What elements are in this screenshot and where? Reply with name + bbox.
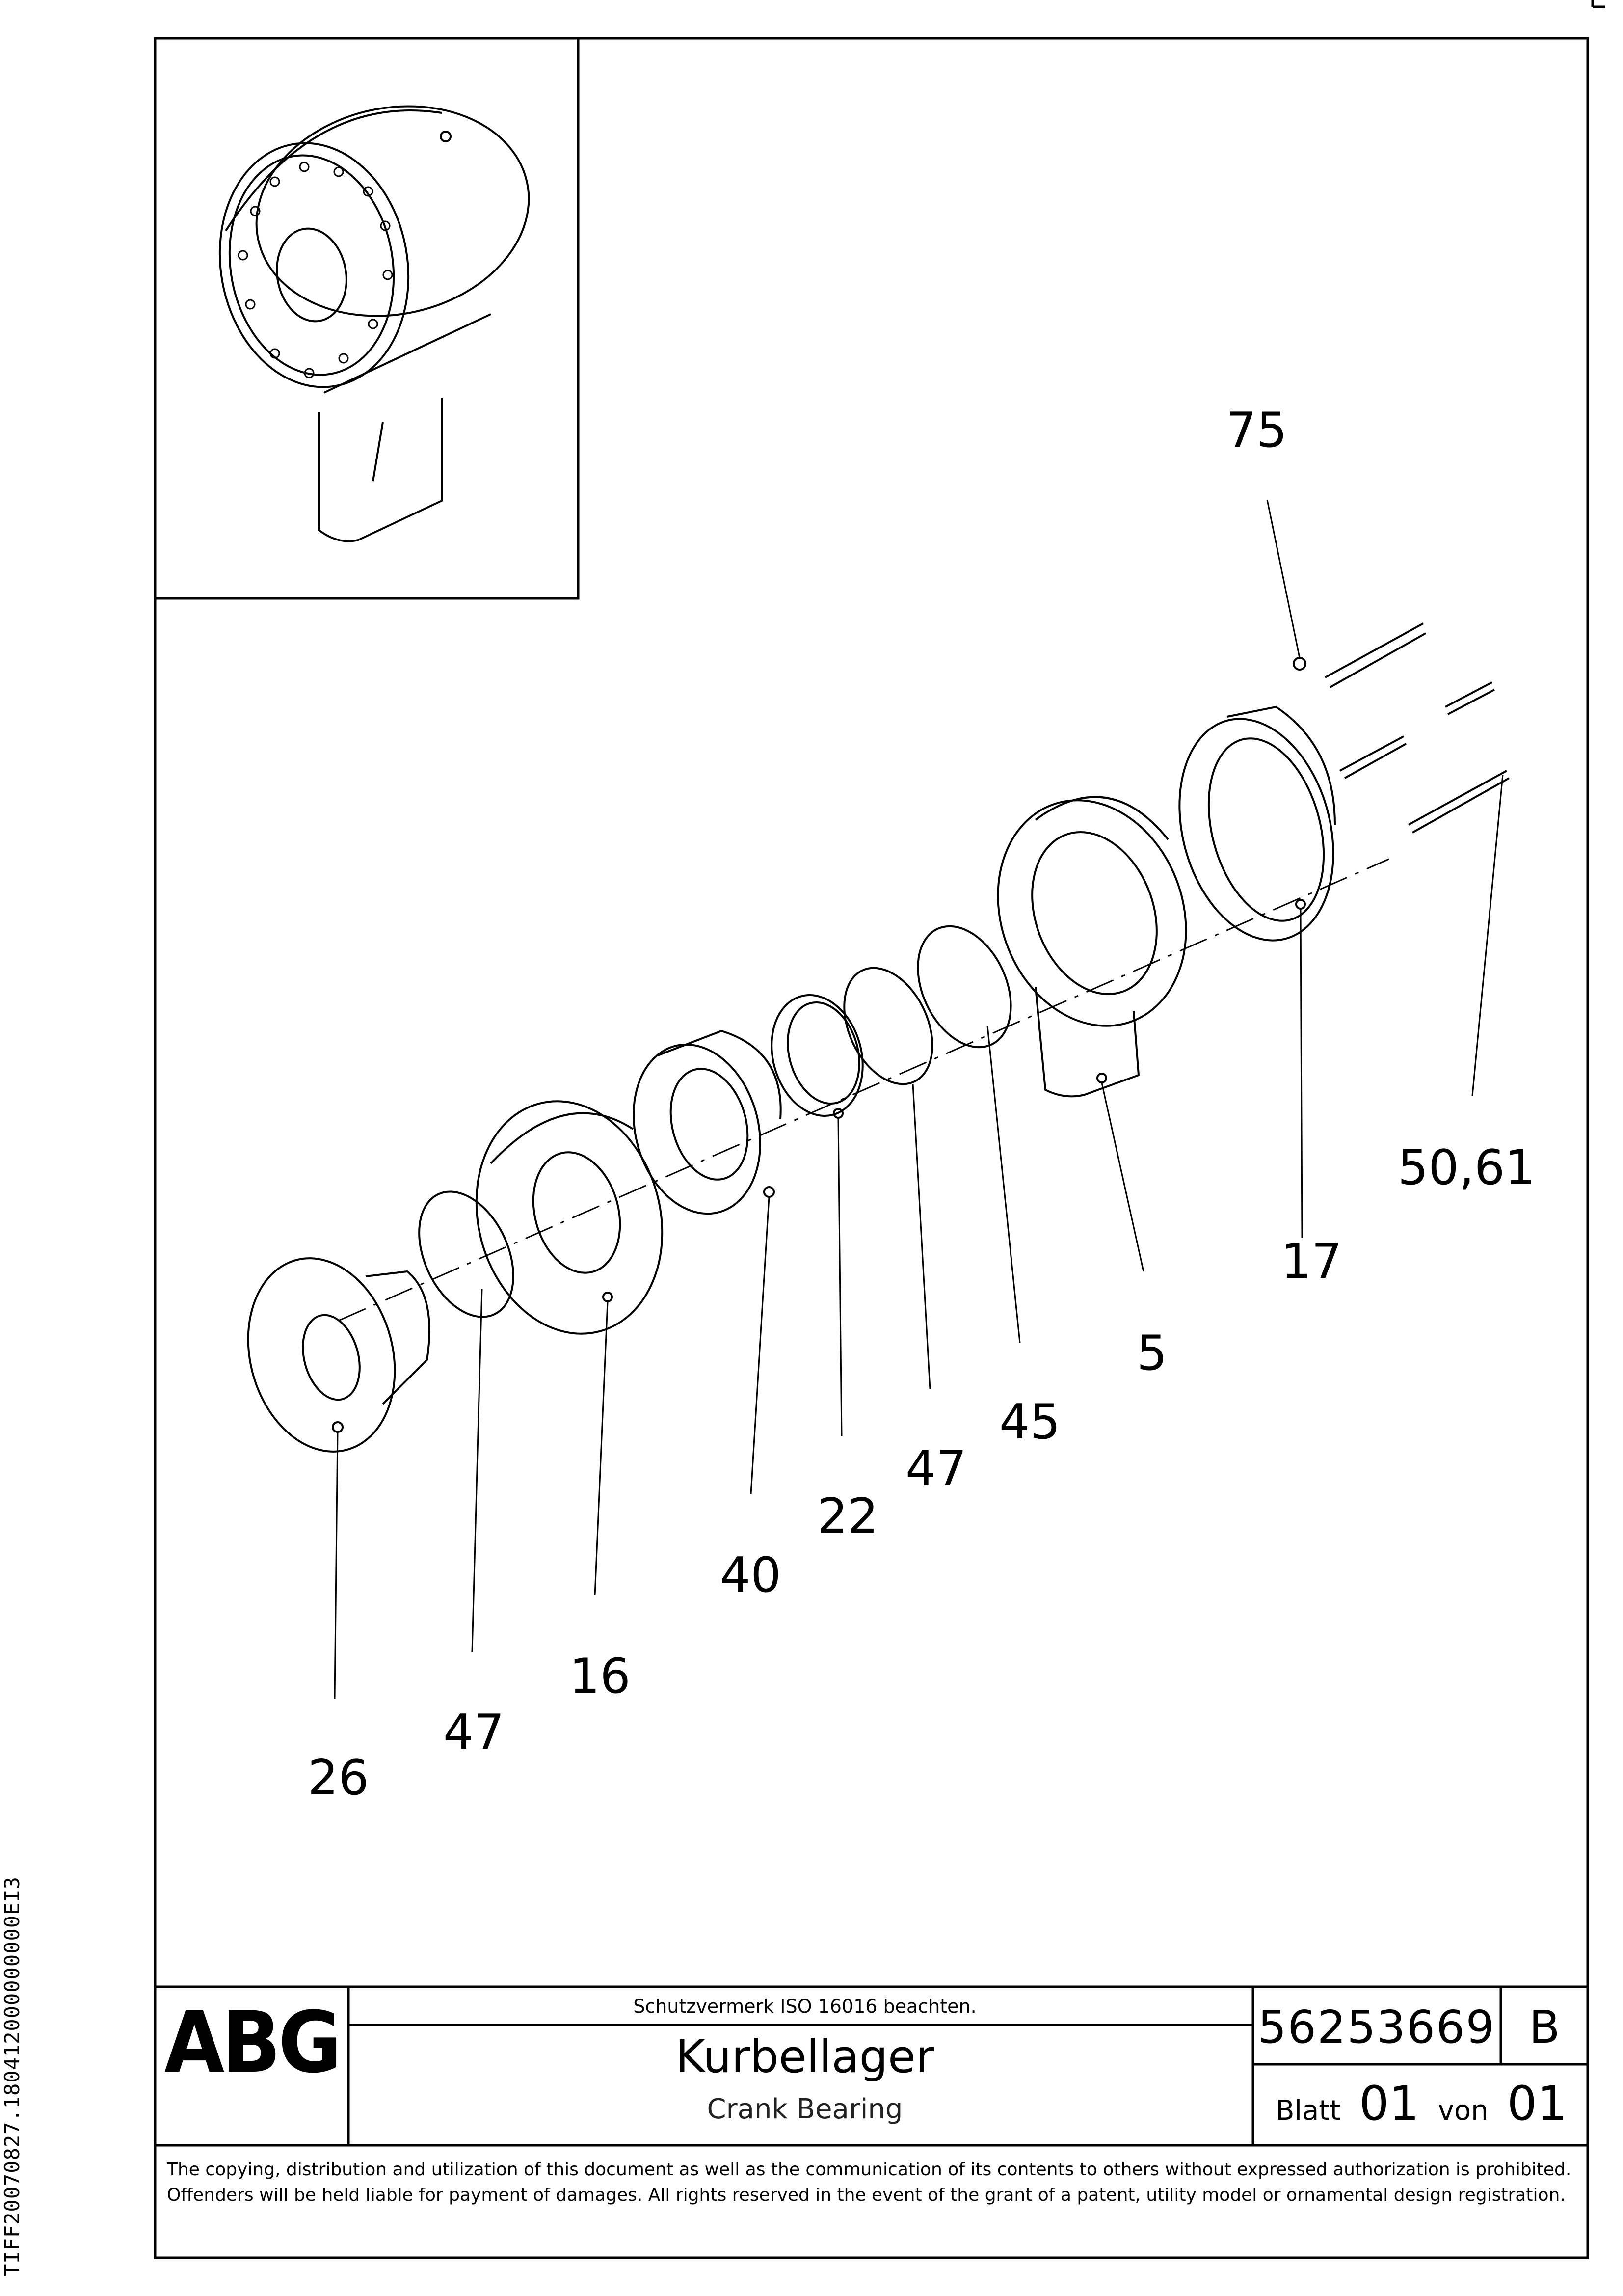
sheet-label: Blatt [1276, 2095, 1341, 2127]
revision-letter: B [1529, 2001, 1560, 2053]
part-26-flange-hub [247, 1257, 430, 1453]
callout-47-lower: 47 [443, 1704, 505, 1760]
title-english: Crank Bearing [707, 2093, 903, 2125]
overview-inset-frame [154, 37, 580, 600]
callout-22: 22 [817, 1488, 878, 1544]
of-label: von [1437, 2095, 1489, 2127]
assembled-bearing-overview [218, 105, 530, 542]
part-47-retaining-ring-b [843, 967, 933, 1085]
callout-17: 17 [1281, 1234, 1342, 1290]
callout-50-61: 50,61 [1398, 1140, 1536, 1196]
part-50-61-bolts [1325, 622, 1510, 834]
callout-47-upper: 47 [905, 1441, 967, 1497]
part-75-grease-nipple [1293, 657, 1306, 671]
abg-logo: ABG [164, 1993, 342, 2092]
leader-lines [334, 499, 1504, 1699]
part-16-cover-disc [475, 1100, 664, 1335]
sheet-number: 01 [1359, 2076, 1419, 2131]
callout-40: 40 [720, 1547, 781, 1603]
drawing-frame [154, 37, 1589, 2259]
protection-notice: Schutzvermerk ISO 16016 beachten. [633, 1996, 977, 2017]
part-22-inner-ring [771, 994, 864, 1119]
callout-26: 26 [308, 1750, 369, 1806]
document-number: 56253669 [1257, 2001, 1496, 2053]
side-archive-code: TIFF20070827.180412000000000EI3 [0, 1876, 24, 2276]
part-47-retaining-ring-a [418, 1190, 514, 1318]
copyright-notice: The copying, distribution and utilizatio… [167, 2160, 1571, 2205]
callout-16: 16 [569, 1648, 631, 1704]
callout-labels: 75 50,61 17 5 45 47 22 40 16 47 26 [308, 403, 1536, 1806]
sheet-info: Blatt 01 von 01 [1256, 2067, 1586, 2140]
title-german: Kurbellager [675, 2030, 934, 2083]
overview-bolt-holes [238, 162, 393, 378]
assembly-axis [338, 858, 1389, 1322]
part-5-crank-housing [997, 796, 1187, 1098]
callout-5: 5 [1137, 1325, 1167, 1381]
sheet-total: 01 [1507, 2076, 1567, 2131]
part-17-bearing-flange [1178, 705, 1336, 942]
part-40-roller-bearing [633, 1029, 782, 1215]
callout-75: 75 [1226, 403, 1287, 459]
callout-45: 45 [999, 1394, 1061, 1450]
part-45-circlip [917, 925, 1012, 1049]
